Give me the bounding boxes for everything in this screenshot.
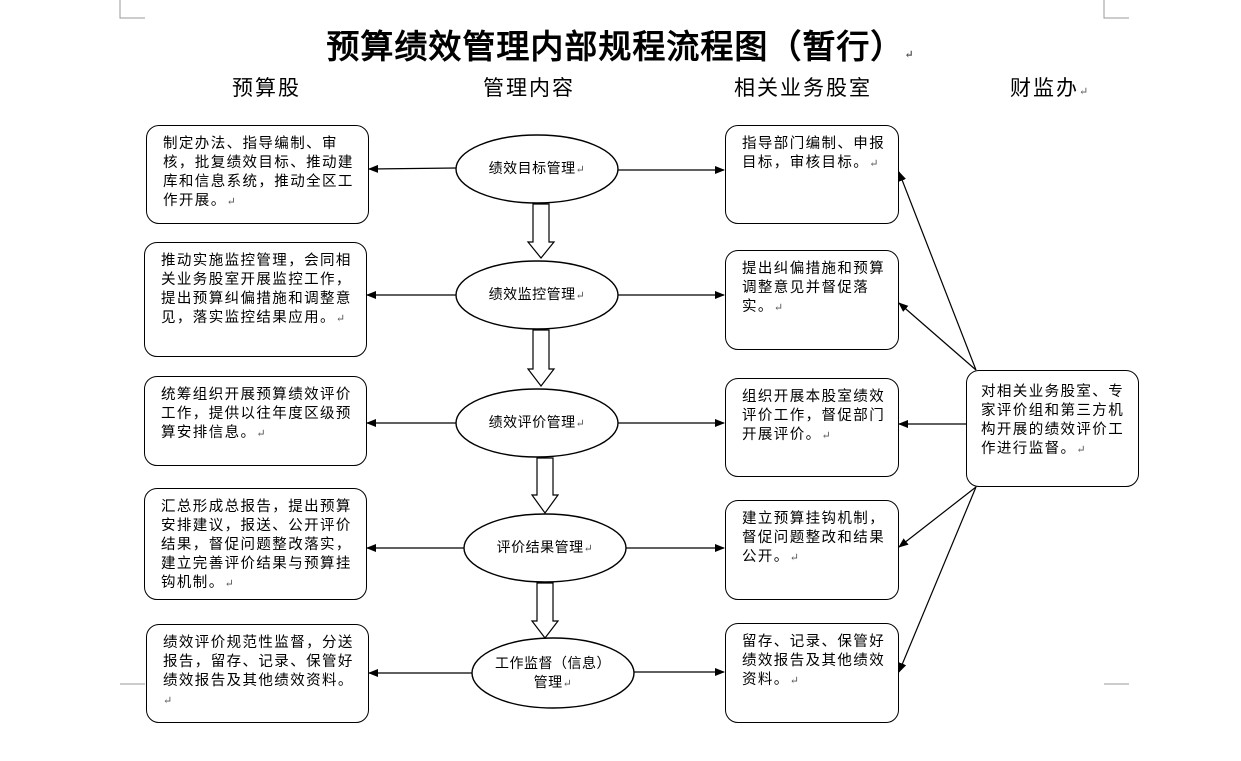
budget-box-evaluation: 统筹组织开展预算绩效评价工作，提供以往年度区级预算安排信息。↵ — [144, 376, 367, 466]
section-box-supervision: 留存、记录、保管好绩效报告及其他绩效资料。↵ — [725, 623, 899, 723]
arrow-supervise-4 — [898, 486, 977, 548]
node-goal-management: 绩效目标管理↵ — [488, 160, 586, 177]
page-title: 预算绩效管理内部规程流程图（暂行）↵ — [326, 27, 915, 66]
corner-mark-top-left — [119, 0, 145, 19]
arrow-supervise-1 — [898, 171, 977, 371]
column-header-finance-supervision: 财监办↵ — [1010, 76, 1091, 100]
down-arrow-2 — [526, 329, 556, 387]
down-arrow-1 — [526, 203, 556, 259]
budget-box-supervision: 绩效评价规范性监督，分送报告，留存、记录、保管好绩效报告及其他绩效资料。↵ — [146, 624, 369, 723]
down-arrow-3 — [530, 457, 560, 515]
down-arrow-4 — [530, 582, 560, 639]
column-header-budget-section: 预算股 — [232, 76, 301, 100]
budget-box-goal: 制定办法、指导编制、审核，批复绩效目标、推动建库和信息系统，推动全区工作开展。↵ — [146, 125, 369, 224]
section-box-monitoring: 提出纠偏措施和预算调整意见并督促落实。↵ — [725, 250, 899, 350]
section-box-evaluation: 组织开展本股室绩效评价工作，督促部门开展评价。↵ — [725, 378, 899, 477]
arrow-left-1 — [368, 164, 457, 173]
column-header-management-content: 管理内容 — [483, 76, 575, 100]
node-result-management: 评价结果管理↵ — [496, 539, 594, 556]
arrow-supervise-5 — [898, 486, 977, 673]
section-box-results: 建立预算挂钩机制，督促问题整改和结果公开。↵ — [725, 500, 899, 600]
arrow-supervise-2 — [898, 302, 977, 371]
corner-mark-top-right — [1103, 0, 1129, 19]
section-box-goal: 指导部门编制、申报目标，审核目标。↵ — [725, 125, 899, 224]
budget-box-results: 汇总形成总报告，提出预算安排建议，报送、公开评价结果，督促问题整改落实，建立完善… — [144, 488, 367, 600]
ellipse-goal-management — [455, 134, 619, 204]
node-supervision-management: 工作监督（信息）管理↵ — [495, 656, 611, 691]
column-header-business-sections: 相关业务股室 — [734, 76, 872, 100]
node-monitoring-management: 绩效监控管理↵ — [488, 286, 586, 303]
node-evaluation-management: 绩效评价管理↵ — [488, 414, 586, 431]
budget-box-monitoring: 推动实施监控管理，会同相关业务股室开展监控工作，提出预算纠偏措施和调整意见，落实… — [144, 242, 367, 357]
finance-supervision-box: 对相关业务股室、专家评价组和第三方机构开展的绩效评价工作进行监督。↵ — [966, 370, 1139, 487]
